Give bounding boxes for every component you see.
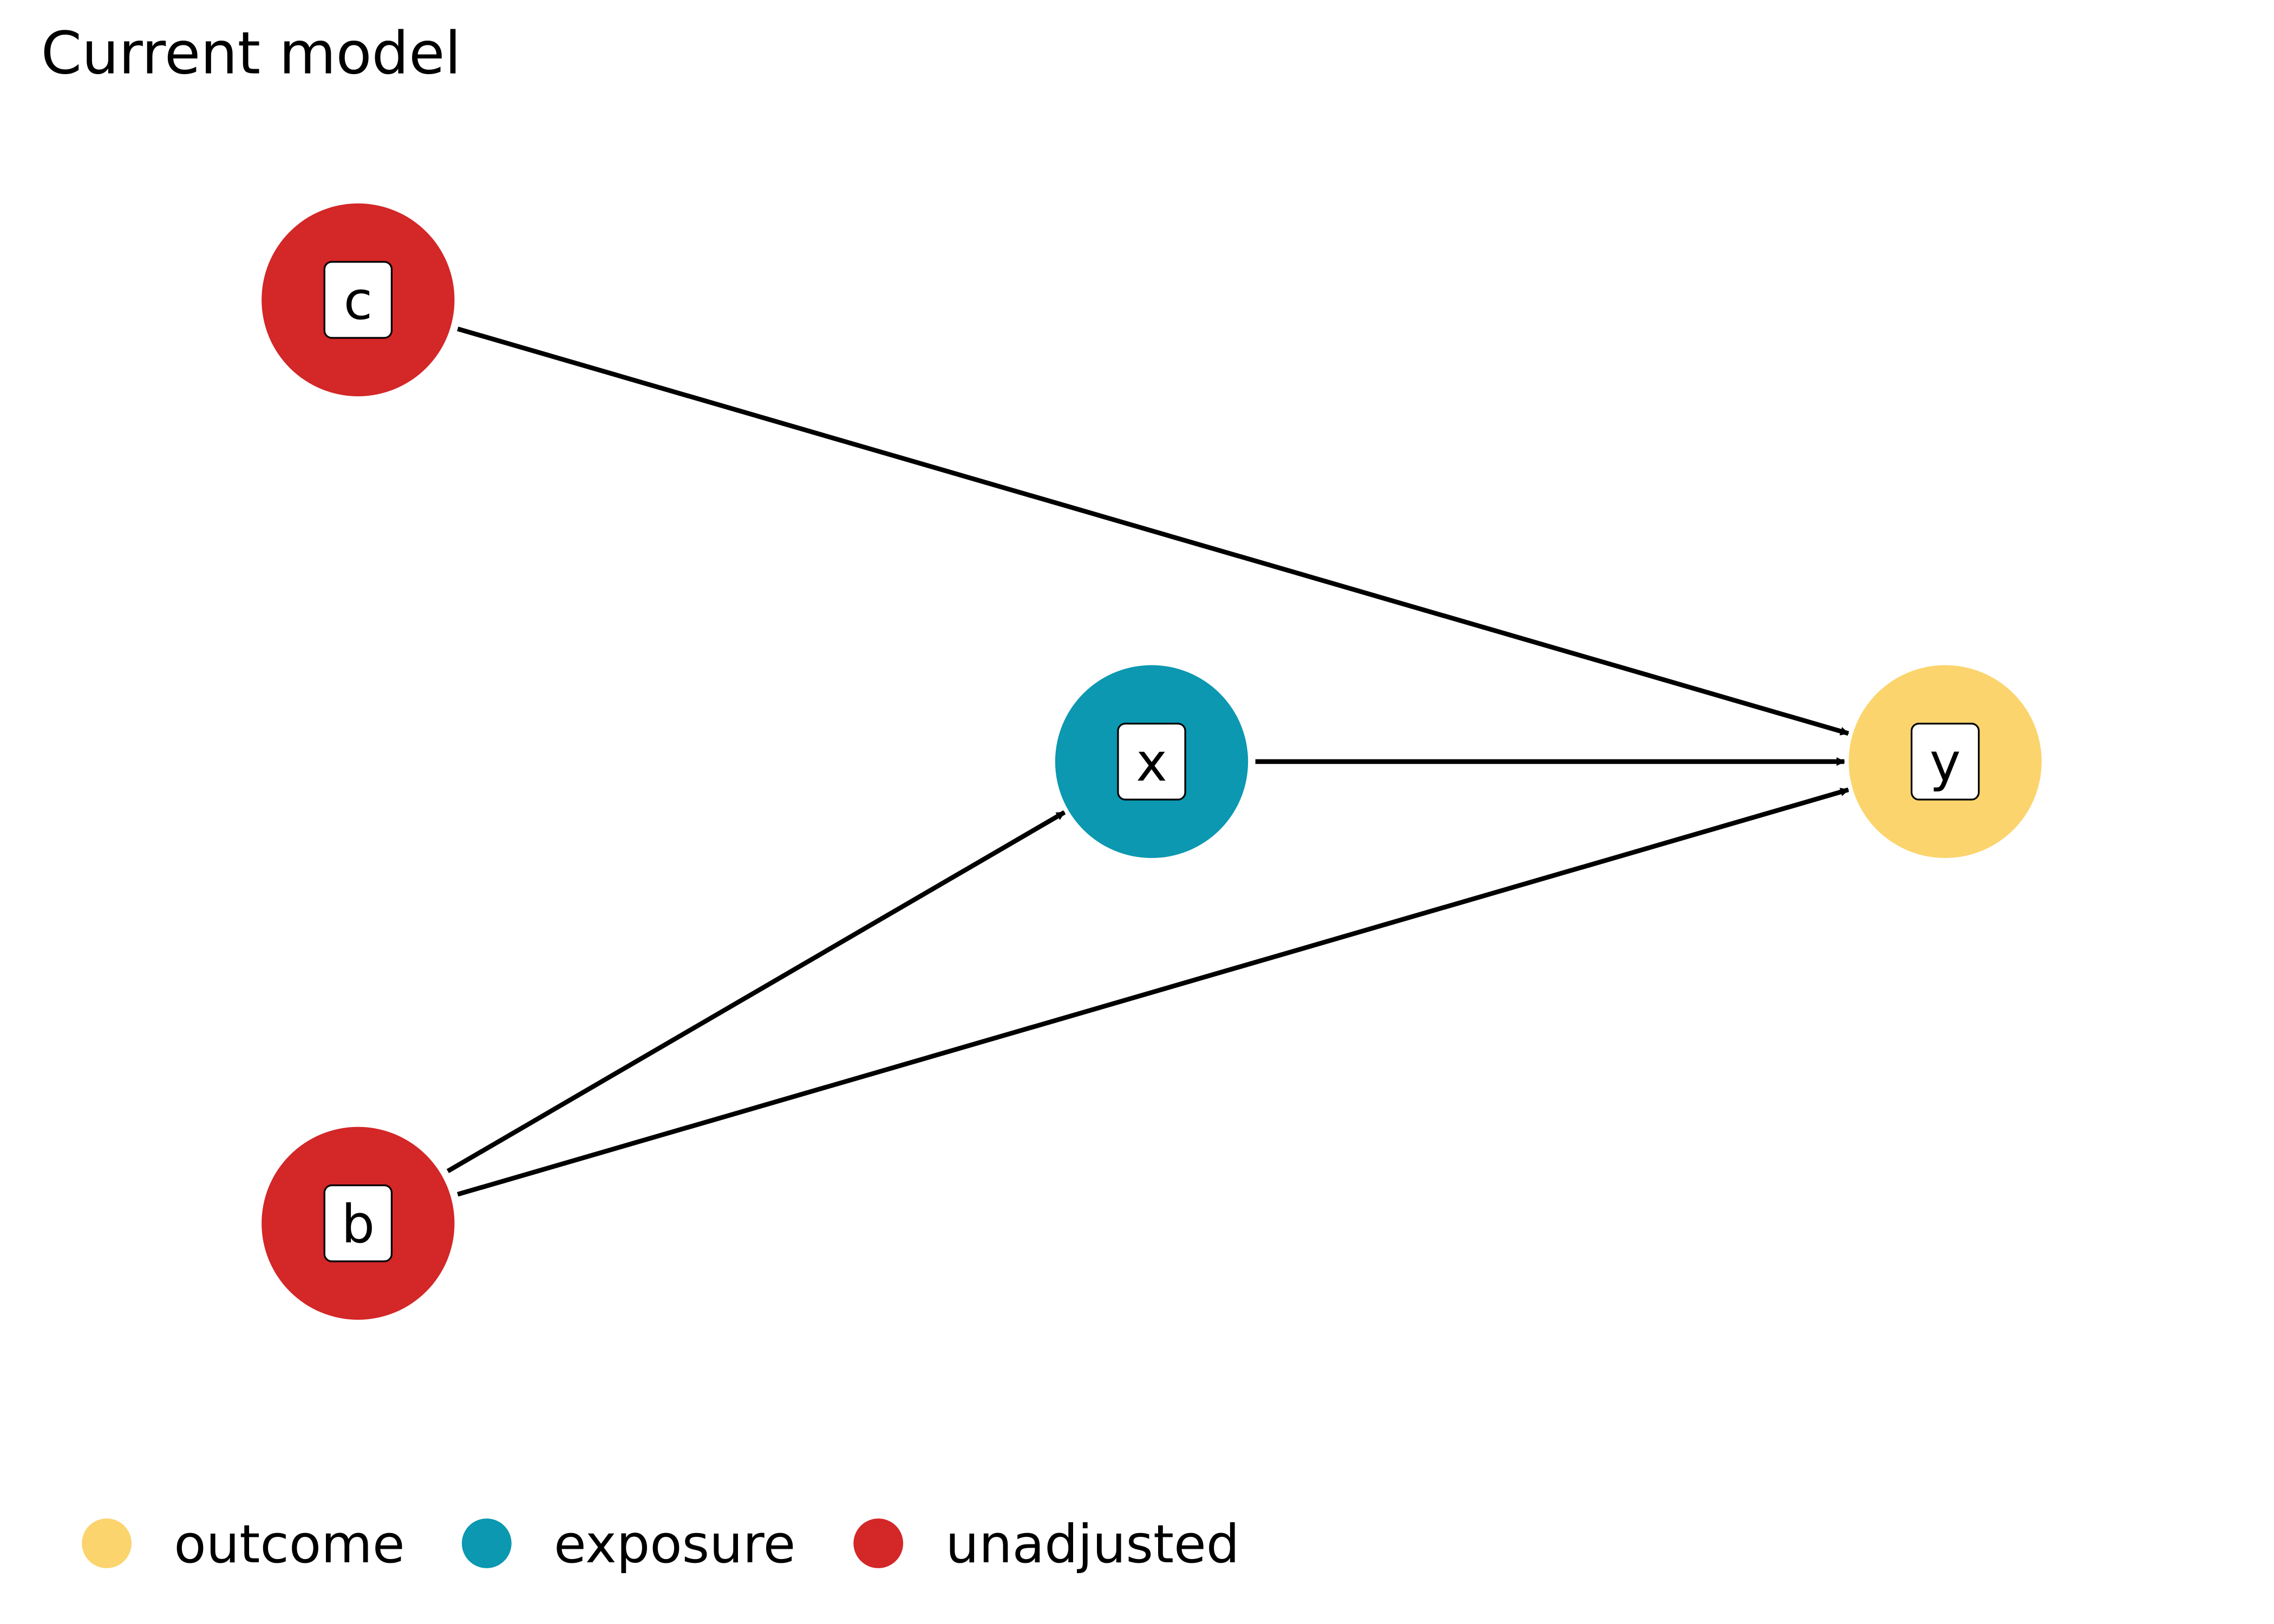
legend: outcome exposure unadjusted — [82, 1514, 1239, 1575]
node-label: x — [1136, 732, 1167, 793]
legend-dot-icon — [853, 1518, 904, 1568]
legend-item-exposure: exposure — [461, 1514, 795, 1575]
node-c[interactable]: c — [262, 203, 455, 397]
nodes-layer: c x y b — [262, 203, 2042, 1320]
plot-title: Current model — [41, 20, 461, 88]
edges-layer — [446, 326, 1850, 1197]
node-label-box — [1910, 723, 1980, 801]
node-b[interactable]: b — [262, 1127, 455, 1320]
legend-label: exposure — [554, 1514, 795, 1575]
edge-b-to-y — [457, 787, 1850, 1197]
legend-dot-icon — [461, 1518, 512, 1568]
node-label-box — [323, 261, 393, 339]
edge-c-to-y — [457, 326, 1850, 736]
node-y[interactable]: y — [1848, 665, 2042, 859]
edge-b-to-x — [446, 810, 1066, 1174]
legend-item-unadjusted: unadjusted — [853, 1514, 1239, 1575]
node-label: c — [344, 270, 373, 331]
node-x[interactable]: x — [1055, 665, 1249, 859]
node-label: y — [1930, 732, 1961, 793]
legend-label: unadjusted — [945, 1514, 1239, 1575]
node-label-box — [1117, 723, 1186, 801]
legend-dot-icon — [82, 1518, 132, 1568]
legend-label: outcome — [174, 1514, 404, 1575]
node-label: b — [341, 1194, 375, 1255]
node-label-box — [323, 1184, 393, 1262]
legend-item-outcome: outcome — [82, 1514, 405, 1575]
